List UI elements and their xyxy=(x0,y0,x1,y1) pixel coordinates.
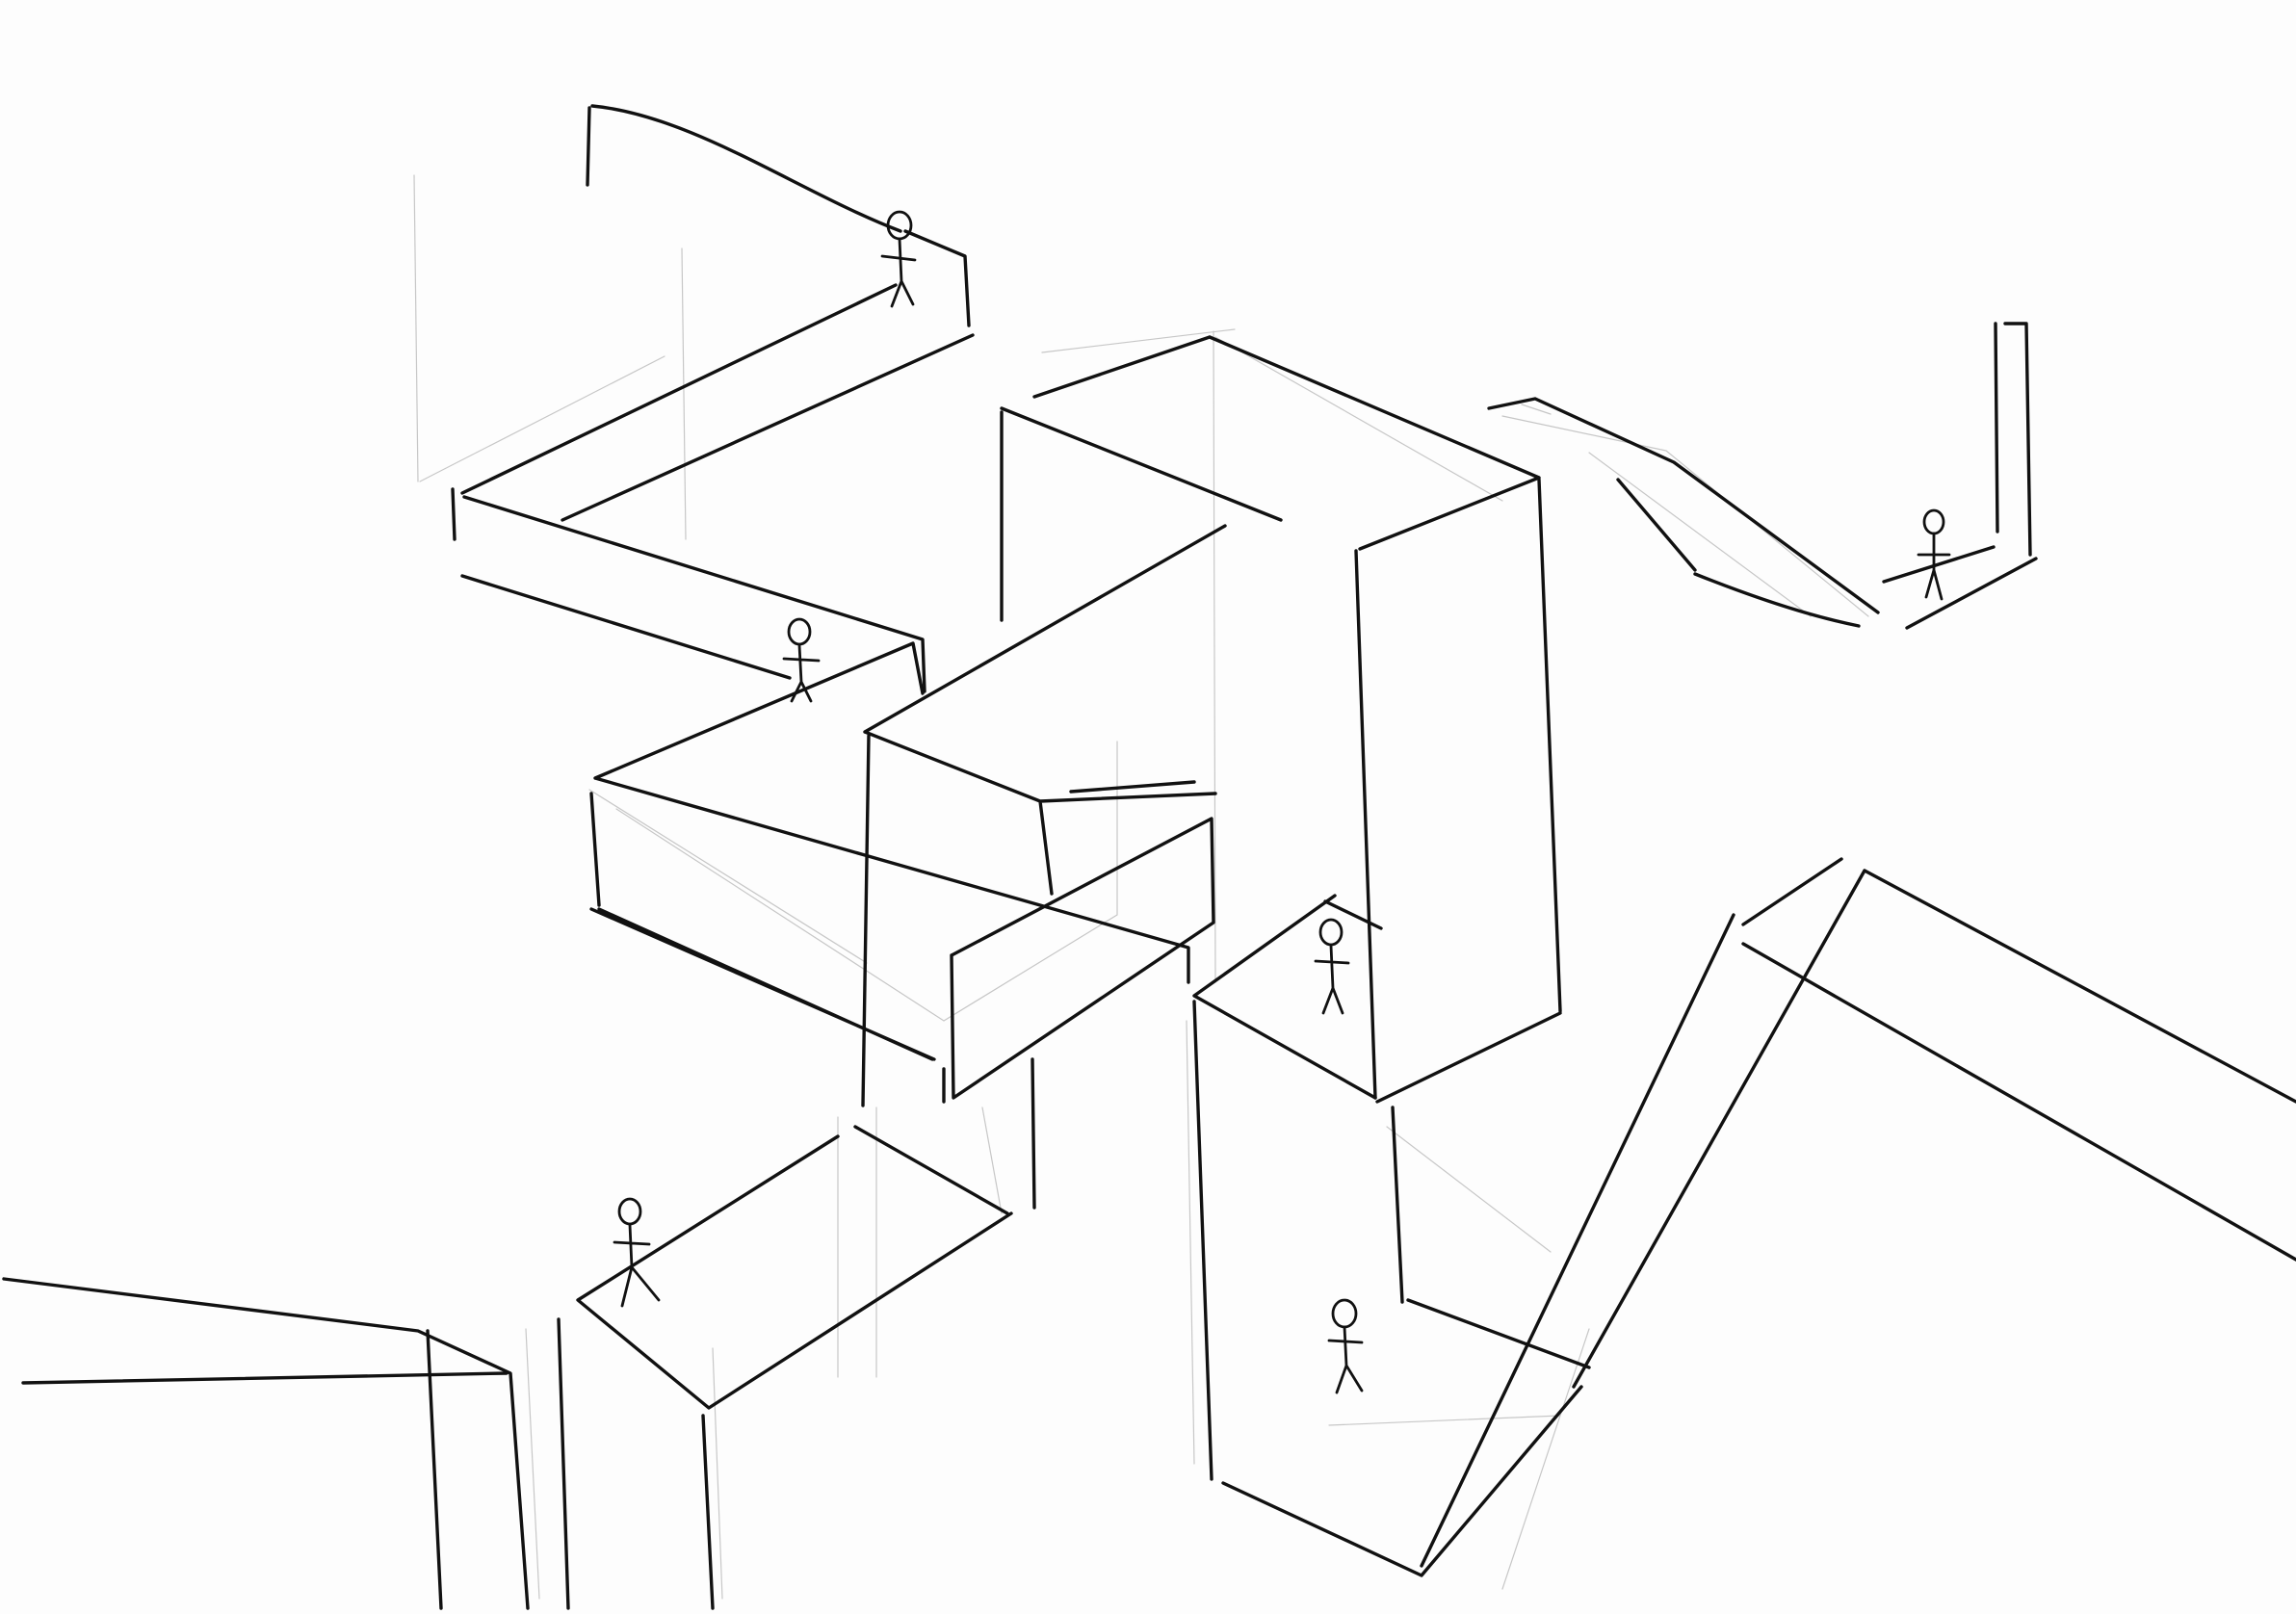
central-top-back xyxy=(1000,335,1541,551)
lower-right-plank-top xyxy=(1741,857,2296,1104)
lower-left-front xyxy=(21,1371,509,1385)
upper-left-rail-front xyxy=(460,283,975,522)
pencil-guide-lower-columns xyxy=(837,1020,1195,1465)
lower-frame-top xyxy=(593,641,1190,984)
upper-right-platform xyxy=(1882,545,2038,630)
stick-figure-center-right xyxy=(1314,918,1350,1015)
stick-figure-upper-middle xyxy=(782,617,821,703)
pencil-guides xyxy=(413,174,1869,1600)
ink-structure xyxy=(2,104,2296,1610)
right-mid-box-right xyxy=(1391,1106,1591,1369)
central-tall-base xyxy=(1375,1011,1562,1104)
pencil-guide-lower-right xyxy=(1328,1126,1590,1590)
upper-right-post xyxy=(1994,322,2032,557)
extruding-block-front xyxy=(950,817,1215,1100)
pencil-guide-top-slab xyxy=(1041,328,1503,983)
right-mid-box-bottom xyxy=(1221,1385,1583,1577)
pencil-guide-right-bridge xyxy=(1501,404,1869,617)
stick-figures xyxy=(613,210,1951,1394)
lower-left-plank xyxy=(2,1277,530,1610)
upper-left-bar xyxy=(451,487,926,693)
lower-left-post xyxy=(426,1329,443,1610)
stick-figure-lower-middle xyxy=(613,1197,661,1308)
pencil-guide-mid-stack xyxy=(588,741,1118,1022)
mid-left-box-back xyxy=(853,1057,1036,1215)
upper-left-rail-back xyxy=(586,104,971,327)
stick-figure-upper-right xyxy=(1917,508,1951,601)
right-mid-box-left xyxy=(1192,1000,1213,1481)
pencil-guide-left-base xyxy=(525,1328,723,1600)
lower-frame-left xyxy=(589,792,601,907)
mid-left-box-front xyxy=(701,1414,715,1610)
lower-right-steep-left xyxy=(1420,869,1866,1568)
central-tall-right xyxy=(1537,478,1562,1013)
pencil-guide-left-wall xyxy=(413,174,687,540)
lower-frame-bottom xyxy=(589,907,946,1104)
mid-left-box-left xyxy=(557,1317,570,1610)
stick-figure-lower-right xyxy=(1327,1298,1364,1394)
extruding-block-top xyxy=(863,524,1227,896)
mid-left-box-top xyxy=(576,1134,1013,1410)
right-mid-box-top xyxy=(1192,894,1383,1100)
extruding-block-inner xyxy=(1069,780,1196,794)
upper-right-walkway-bottom xyxy=(1616,478,1861,628)
lower-right-plank-bottom xyxy=(1741,942,2296,1262)
stick-figure-upper-left xyxy=(880,210,917,308)
upper-right-walkway-top xyxy=(1487,397,1880,614)
extruding-block-left xyxy=(861,734,871,1107)
central-tall-mid xyxy=(1354,549,1377,1100)
